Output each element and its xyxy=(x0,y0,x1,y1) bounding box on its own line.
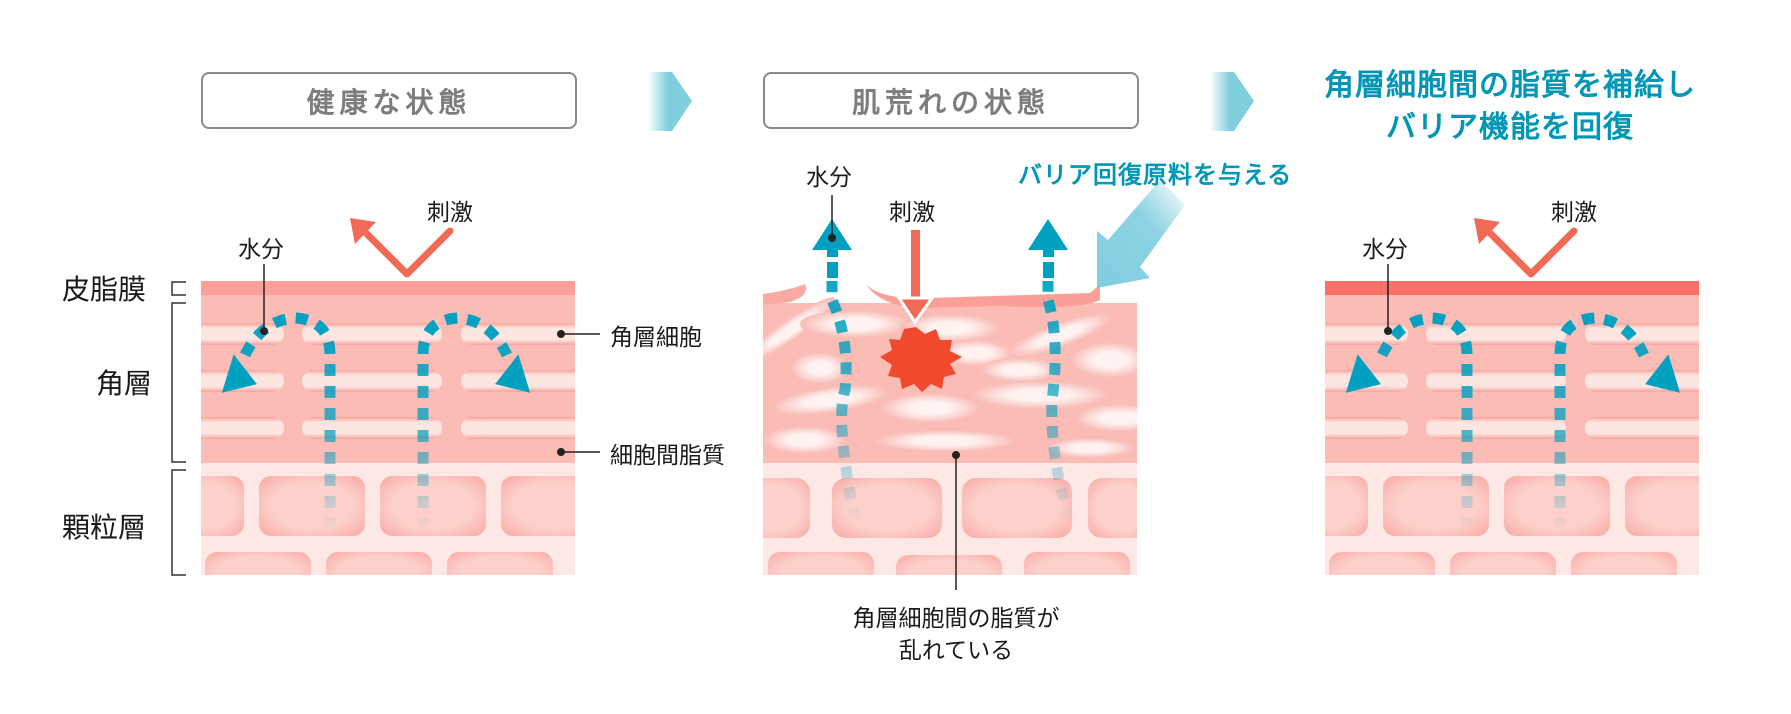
water-arrowhead-icon xyxy=(221,354,257,393)
layer-brackets xyxy=(171,281,186,576)
water-arrowhead-icon xyxy=(495,354,531,393)
stage-title-healthy: 健康な状態 xyxy=(201,72,577,129)
water-escape-dash xyxy=(827,262,838,278)
label-stimulus-healthy: 刺激 xyxy=(427,200,473,226)
stage-title-recovered-line1: 角層細胞間の脂質を補給し xyxy=(1324,68,1696,103)
water-up-arrowhead-icon xyxy=(1028,219,1068,250)
caption-disordered-lipid: 角層細胞間の脂質が 乱れている xyxy=(800,603,1112,667)
water-escape-arrows xyxy=(826,281,1076,522)
water-leader-dot xyxy=(828,234,836,242)
caption-line2: 乱れている xyxy=(898,638,1014,664)
stage-title-rough-text: 肌荒れの状態 xyxy=(851,85,1050,119)
stimulus-deflect-arrow-icon xyxy=(362,227,454,278)
granular-cells xyxy=(763,478,1137,575)
irritation-burst-icon xyxy=(880,327,962,392)
water-leader-dot xyxy=(1384,327,1392,335)
label-intercellular-lipid: 細胞間脂質 xyxy=(610,443,725,469)
sebum-film-band xyxy=(201,281,575,295)
granular-cells xyxy=(201,476,575,575)
corneocyte-rows xyxy=(1325,323,1699,439)
label-stimulus-rough: 刺激 xyxy=(889,200,935,226)
stage-title-recovered: 角層細胞間の脂質を補給し バリア機能を回復 xyxy=(1280,65,1740,149)
water-arrowhead-icon xyxy=(1645,354,1681,393)
corneocyte-rows xyxy=(201,323,575,439)
label-supply-barrier-materials: バリア回復原料を与える xyxy=(1018,161,1293,189)
label-stratum-corneum: 角層 xyxy=(96,367,153,400)
water-escape-dash xyxy=(1043,262,1054,278)
supply-arrow-icon xyxy=(1097,180,1185,288)
stimulus-arrow-shaft xyxy=(911,230,920,298)
stage-title-healthy-text: 健康な状態 xyxy=(306,85,472,119)
lipid-leader-dot xyxy=(557,448,565,456)
label-water-recovered: 水分 xyxy=(1362,237,1408,263)
disordered-corneocytes xyxy=(763,297,1137,458)
corneocyte-leader-dot xyxy=(557,330,565,338)
label-water-rough: 水分 xyxy=(806,165,852,191)
sebum-film-band xyxy=(1325,281,1699,295)
stimulus-deflect-arrow-icon xyxy=(1486,227,1578,278)
caption-line1: 角層細胞間の脂質が xyxy=(852,606,1060,632)
stimulus-arrowhead-icon xyxy=(1474,218,1500,244)
healthy-skin-panel xyxy=(201,281,575,575)
broken-sebum-film xyxy=(763,284,806,305)
water-arrowhead-icon xyxy=(1345,354,1381,393)
label-corneocyte: 角層細胞 xyxy=(610,325,702,351)
label-sebum-film: 皮脂膜 xyxy=(62,273,147,306)
rough-skin-panel xyxy=(763,281,1137,575)
chevron-arrow-2 xyxy=(1210,72,1254,131)
label-stimulus-recovered: 刺激 xyxy=(1551,200,1597,226)
water-leader-dot xyxy=(260,327,268,335)
recovered-skin-panel xyxy=(1325,281,1699,575)
stimulus-down-arrowhead-icon xyxy=(896,296,935,325)
label-water-healthy: 水分 xyxy=(238,237,284,263)
label-granular-layer: 顆粒層 xyxy=(62,511,147,544)
stimulus-arrowhead-icon xyxy=(350,218,376,244)
granular-cells xyxy=(1325,476,1699,575)
stage-title-recovered-line2: バリア機能を回復 xyxy=(1386,110,1634,145)
stage-title-rough: 肌荒れの状態 xyxy=(763,72,1139,129)
disorder-leader-dot xyxy=(952,451,960,459)
chevron-arrow-1 xyxy=(648,72,692,131)
